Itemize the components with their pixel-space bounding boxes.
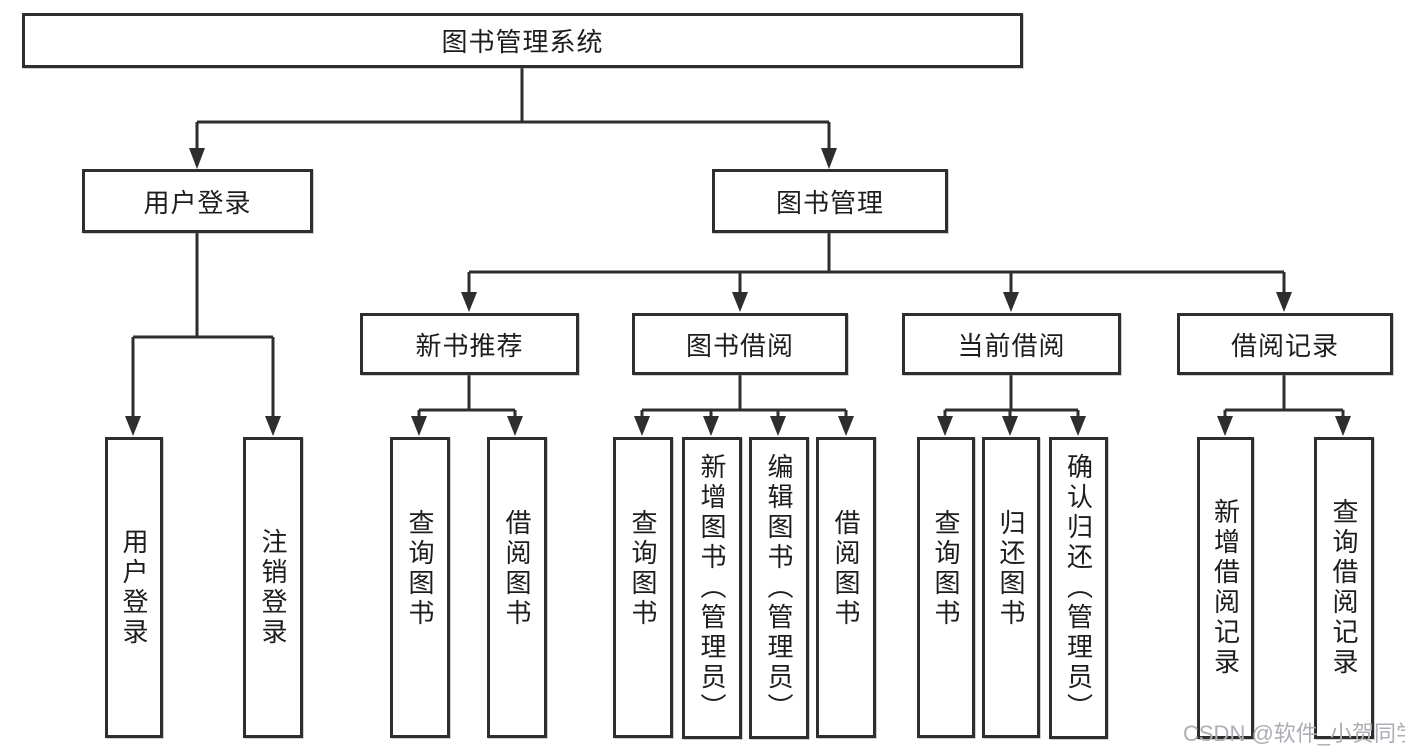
arrow-icon (732, 292, 748, 312)
arrow-icon (770, 416, 786, 436)
arrow-icon (703, 416, 719, 436)
leaf-borrow-books-recommend: 借阅图书 (487, 437, 547, 738)
arrow-icon (125, 416, 141, 436)
node-current-borrowing: 当前借阅 (902, 313, 1121, 375)
leaf-borrow-books-borrowing: 借阅图书 (816, 437, 876, 738)
node-label: 图书管理 (775, 187, 884, 218)
leaf-user-login: 用户登录 (105, 437, 163, 738)
arrow-icon (1276, 292, 1292, 312)
arrowheads (125, 148, 1351, 436)
arrow-icon (189, 148, 205, 169)
node-user-login: 用户登录 (82, 169, 313, 233)
arrow-icon (1335, 416, 1351, 436)
arrow-icon (937, 416, 953, 436)
node-borrowing-records: 借阅记录 (1177, 313, 1393, 375)
leaf-query-books-borrowing: 查询图书 (613, 437, 673, 738)
leaf-logout: 注销登录 (243, 437, 303, 738)
leaf-edit-books-admin: 编辑图书（管理员） (749, 437, 809, 739)
leaf-query-books-current: 查询图书 (917, 437, 975, 738)
node-label: 借阅记录 (1230, 330, 1339, 361)
arrow-icon (1002, 416, 1018, 436)
node-label: 新增借阅记录 (1210, 498, 1241, 678)
node-label: 归还图书 (996, 508, 1026, 629)
node-book-borrowing: 图书借阅 (632, 313, 848, 375)
leaf-return-books: 归还图书 (982, 437, 1040, 738)
connector-paths (131, 67, 1345, 418)
arrow-icon (1003, 292, 1019, 312)
leaf-confirm-return-admin: 确认归还（管理员） (1049, 437, 1108, 739)
node-label: 查询图书 (628, 508, 658, 629)
arrow-icon (507, 416, 523, 436)
arrow-icon (265, 416, 281, 436)
leaf-query-books-recommend: 查询图书 (390, 437, 450, 738)
arrow-icon (838, 416, 854, 436)
arrow-icon (821, 148, 837, 169)
node-book-management: 图书管理 (712, 169, 948, 233)
node-label: 借阅图书 (502, 508, 532, 629)
leaf-add-borrow-record: 新增借阅记录 (1197, 437, 1254, 739)
node-label: 借阅图书 (831, 508, 861, 629)
arrow-icon (1217, 416, 1233, 436)
arrow-icon (411, 416, 427, 436)
node-label: 编辑图书（管理员） (764, 453, 794, 723)
leaf-query-borrow-record: 查询借阅记录 (1314, 437, 1374, 739)
node-label: 新增图书（管理员） (697, 453, 727, 723)
node-label: 用户登录 (143, 187, 252, 218)
node-label: 用户登录 (119, 527, 149, 648)
arrow-icon (461, 292, 477, 312)
node-label: 注销登录 (258, 527, 288, 648)
node-label: 图书借阅 (685, 330, 794, 361)
node-new-book-recommendation: 新书推荐 (360, 313, 579, 375)
node-label: 新书推荐 (415, 330, 524, 361)
leaf-add-books-admin: 新增图书（管理员） (682, 437, 742, 739)
node-label: 当前借阅 (957, 330, 1066, 361)
arrow-icon (1070, 416, 1086, 436)
node-label: 查询图书 (405, 508, 435, 629)
node-label: 确认归还（管理员） (1063, 453, 1094, 723)
node-library-system: 图书管理系统 (22, 13, 1023, 68)
node-label: 图书管理系统 (441, 27, 604, 57)
node-label: 查询借阅记录 (1329, 498, 1359, 678)
arrow-icon (634, 416, 650, 436)
csdn-watermark: CSDN @软件_小贺同学 (1183, 721, 1405, 746)
node-label: 查询图书 (931, 508, 961, 629)
